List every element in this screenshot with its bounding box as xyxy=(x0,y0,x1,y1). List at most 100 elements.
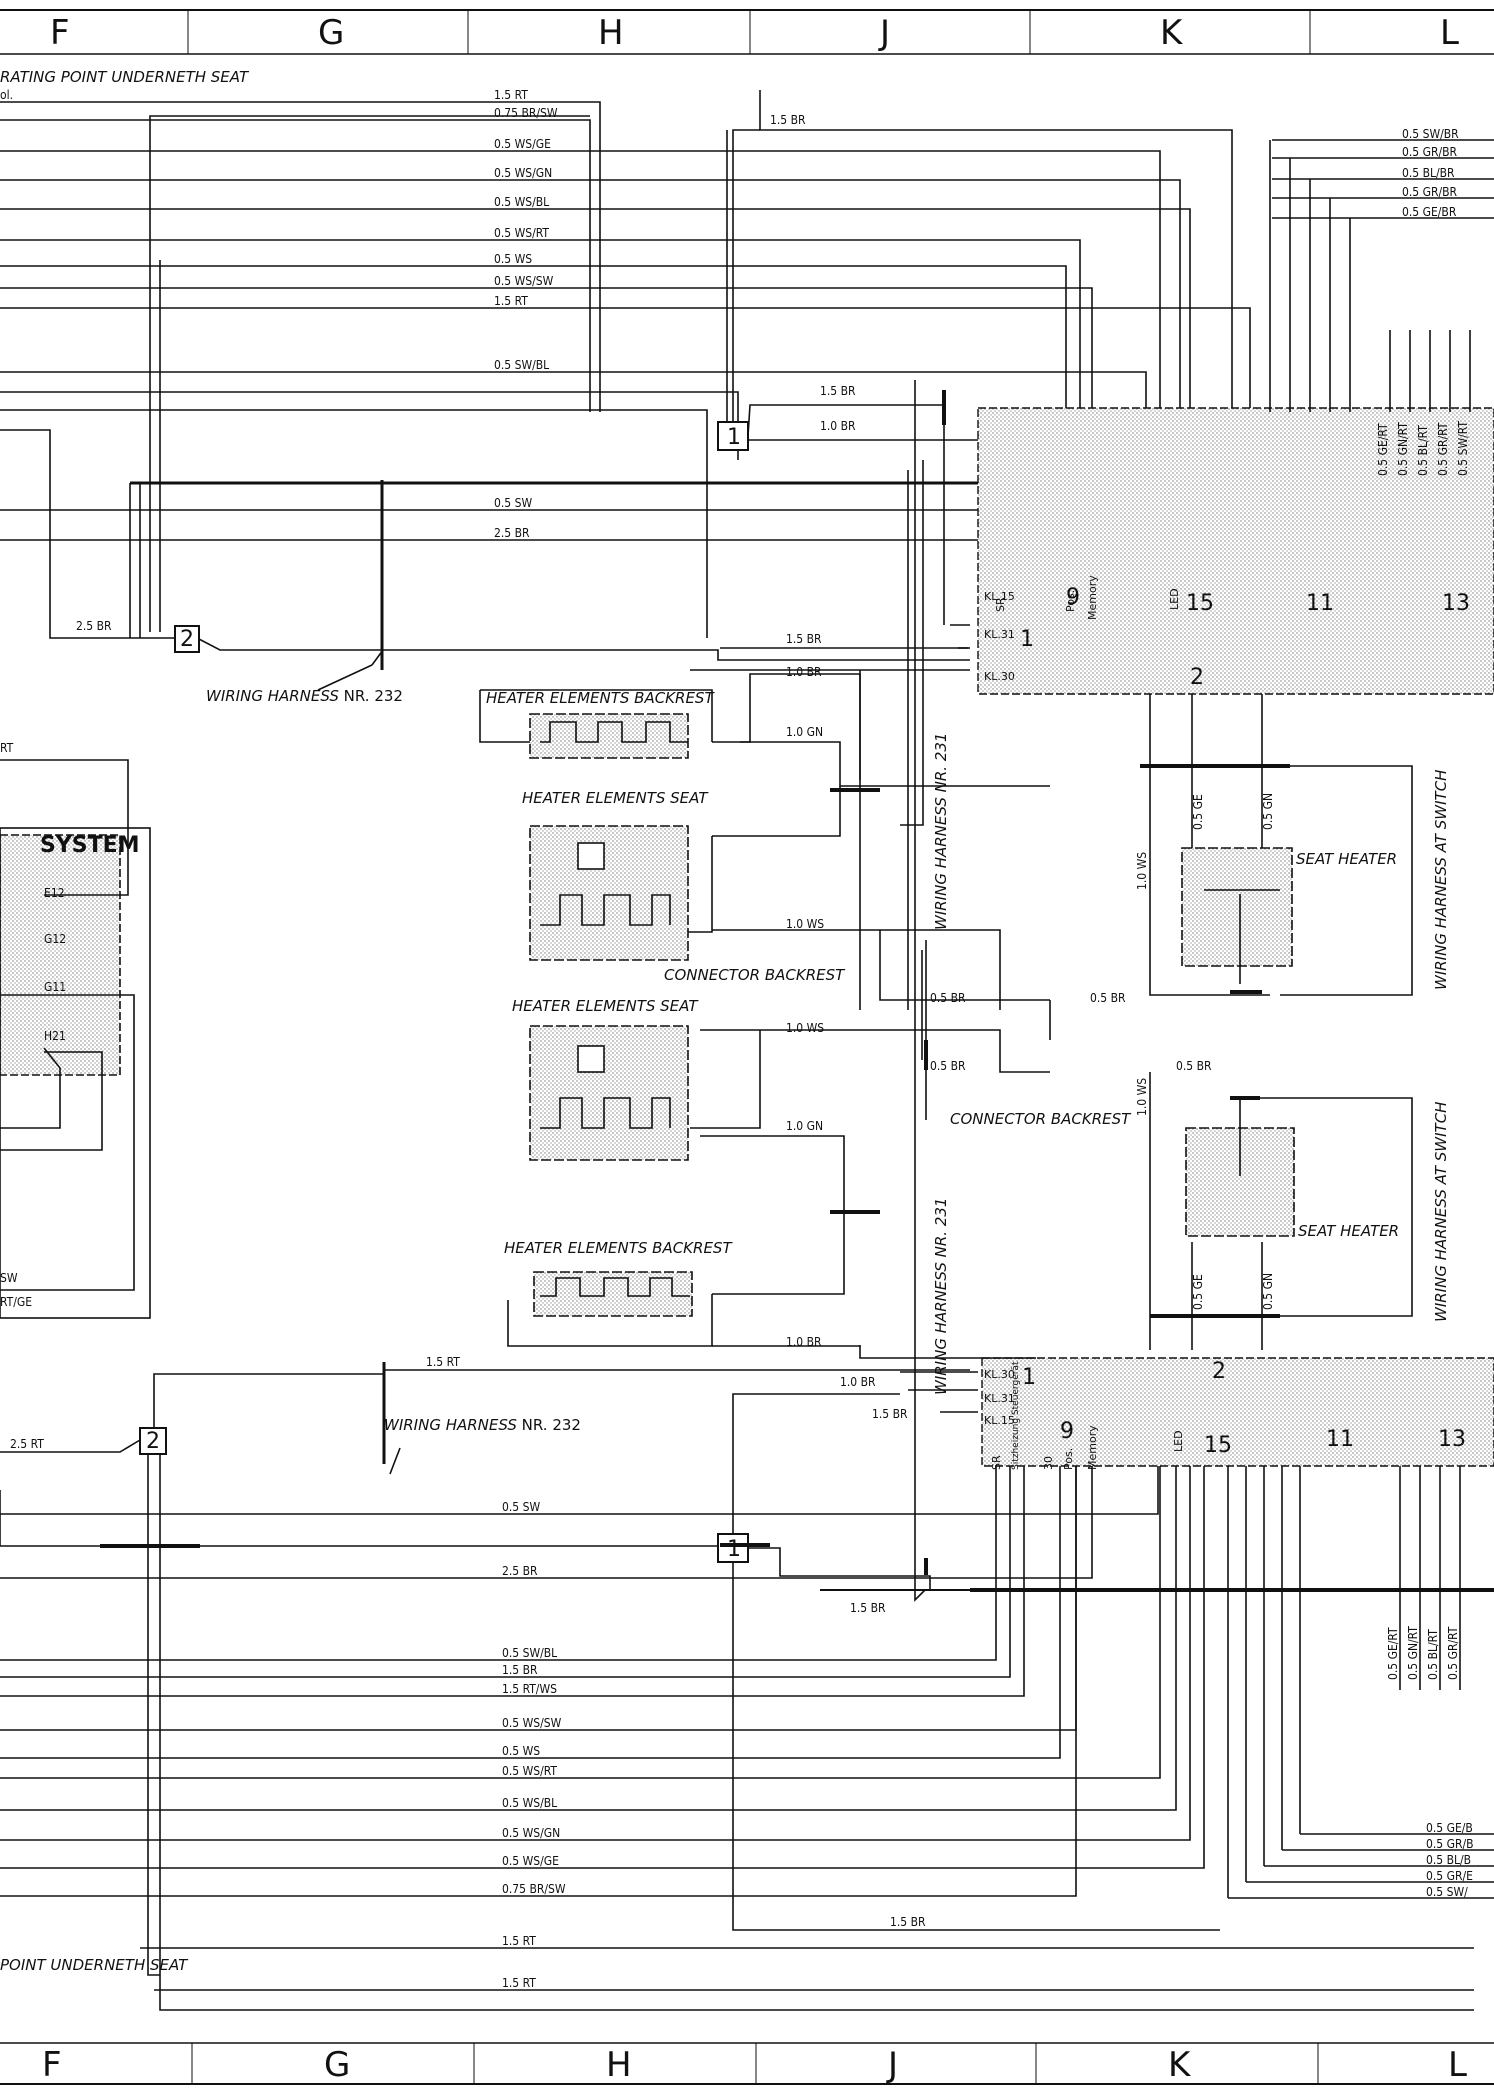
module-top-group-1: 1 xyxy=(1020,627,1034,652)
upper-wire-label: 0.75 BR/SW xyxy=(494,106,558,120)
upper-wire xyxy=(0,150,1161,412)
heater-backrest-top-label: HEATER ELEMENTS BACKREST xyxy=(486,689,715,707)
column-label-f-top: F xyxy=(50,13,70,53)
lower-wire xyxy=(0,1466,1177,1811)
vertical-wire-label-top: 0.5 SW/RT xyxy=(1456,421,1470,476)
wire-label-br15-lower: 1.5 BR xyxy=(872,1407,908,1421)
wire-label-rt15-lower: 1.5 RT xyxy=(426,1355,460,1369)
lower-wire xyxy=(0,1466,1159,1515)
harness-231-top-label: WIRING HARNESS NR. 231 xyxy=(932,733,950,930)
note-top-2: ol. xyxy=(0,88,13,102)
wire-label-ge05-a: 0.5 GE xyxy=(1191,794,1205,830)
column-label-g-top: G xyxy=(318,13,344,53)
lower-right-wire-label: 0.5 SW/ xyxy=(1426,1885,1468,1899)
upper-wire-label: 1.5 RT xyxy=(494,88,528,102)
wire-label-br15-c: 1.5 BR xyxy=(786,632,822,646)
wire-label-gn05-a: 0.5 GN xyxy=(1261,793,1275,830)
right-wire-labels-bottom: 0.5 GE/B0.5 GR/B0.5 BL/B0.5 GR/E0.5 SW/ xyxy=(1227,1466,1494,1899)
lower-wire-label: 1.5 RT xyxy=(502,1976,536,1990)
module-bottom-header-sr: SR xyxy=(990,1455,1003,1470)
column-label-l-top: L xyxy=(1440,13,1459,53)
column-label-h-top: H xyxy=(598,13,624,53)
upper-right-wire-label: 0.5 BL/BR xyxy=(1402,166,1455,180)
lower-right-wire-label: 0.5 GR/E xyxy=(1426,1869,1473,1883)
column-label-g-bottom: G xyxy=(324,2045,350,2085)
upper-wire-label: 0.5 WS/GE xyxy=(494,137,551,151)
column-label-f-bottom: F xyxy=(42,2045,62,2085)
wire-label-rt25: 2.5 RT xyxy=(10,1437,44,1451)
module-bottom-pin-kl31: KL.31 xyxy=(984,1392,1015,1405)
lower-right-wire-label: 0.5 GE/B xyxy=(1426,1821,1473,1835)
wire-label-br10-b: 1.0 BR xyxy=(786,665,822,679)
lower-wire-lines xyxy=(0,1466,1474,1991)
connector-2-top: 2 xyxy=(180,627,194,652)
wire-label-br15-lowest: 1.5 BR xyxy=(850,1601,886,1615)
upper-wire-label: 0.5 WS/BL xyxy=(494,195,549,209)
vertical-wire-label-bottom: 0.5 GE/RT xyxy=(1386,1627,1400,1680)
vertical-wire-label-bottom: 0.5 GN/RT xyxy=(1406,1626,1420,1680)
heater-seat-mid-label: HEATER ELEMENTS SEAT xyxy=(512,997,699,1015)
module-bottom-group-11: 11 xyxy=(1326,1427,1354,1452)
system-label: SYSTEM xyxy=(40,833,140,858)
module-bottom-header-memory: Memory xyxy=(1086,1425,1099,1470)
wire-label-br05-d: 0.5 BR xyxy=(1176,1059,1212,1073)
lower-wire-label: 1.5 RT/WS xyxy=(502,1682,557,1696)
vertical-wire-label-top: 0.5 BL/RT xyxy=(1416,425,1430,476)
wire-label-ws10-v2: 1.0 WS xyxy=(1135,1078,1149,1116)
wire-label-ge05-b: 0.5 GE xyxy=(1191,1274,1205,1310)
upper-wire xyxy=(0,208,1191,412)
column-label-k-top: K xyxy=(1160,13,1184,53)
lower-wire-label: 0.5 WS/GN xyxy=(502,1826,560,1840)
lower-wire xyxy=(0,1466,1161,1779)
module-bottom-group-1: 1 xyxy=(1022,1365,1036,1390)
static-wiring xyxy=(0,90,1494,2011)
module-top-header-memory: Memory xyxy=(1086,575,1099,620)
module-bottom-group-15: 15 xyxy=(1204,1433,1232,1458)
seat-heater-top-label: SEAT HEATER xyxy=(1296,850,1397,868)
heater-backrest-bottom-label: HEATER ELEMENTS BACKREST xyxy=(504,1239,733,1257)
vertical-wire-label-top: 0.5 GE/RT xyxy=(1376,423,1390,476)
wire-label-br25: 2.5 BR xyxy=(76,619,112,633)
upper-wire-label: 0.5 WS/GN xyxy=(494,166,552,180)
lower-wire-label: 0.5 WS/GE xyxy=(502,1854,559,1868)
column-label-j-bottom: J xyxy=(886,2045,898,2085)
wire-label-ws10-b: 1.0 WS xyxy=(786,1021,824,1035)
lower-wire xyxy=(0,1466,1077,1897)
lower-wire-labels: 0.5 SW2.5 BR0.5 SW/BL1.5 BR1.5 RT/WS0.5 … xyxy=(502,1500,566,1990)
wire-label-br05-b: 0.5 BR xyxy=(1090,991,1126,1005)
wire-label-gn10-b: 1.0 GN xyxy=(786,1119,823,1133)
lower-wire xyxy=(0,1466,1011,1678)
upper-right-wire-label: 0.5 GE/BR xyxy=(1402,205,1457,219)
harness-232b-label: WIRING HARNESS NR. 232 xyxy=(384,1416,581,1434)
module-bottom-pin-kl15: KL.15 xyxy=(984,1414,1015,1427)
upper-wire xyxy=(0,119,591,412)
module-bottom-group-9: 9 xyxy=(1060,1419,1074,1444)
module-bottom-header-steuergeraet: Sitzheizung Steuergerät xyxy=(1011,1361,1021,1470)
lower-wire-label: 1.5 RT xyxy=(502,1934,536,1948)
wire-label-ws10-a: 1.0 WS xyxy=(786,917,824,931)
upper-right-wire-label: 0.5 GR/BR xyxy=(1402,145,1458,159)
module-bottom-group-2: 2 xyxy=(1212,1359,1226,1384)
connector-2-bottom: 2 xyxy=(146,1429,160,1454)
lower-right-wire-label: 0.5 BL/B xyxy=(1426,1853,1471,1867)
upper-wire-label: 0.5 SW xyxy=(494,496,532,510)
module-top-pin-kl30: KL.30 xyxy=(984,670,1015,683)
wire-label-rtge-left: RT/GE xyxy=(0,1295,32,1309)
harness-switch-top-label: WIRING HARNESS AT SWITCH xyxy=(1432,770,1450,990)
module-top-pin-kl31: KL.31 xyxy=(984,628,1015,641)
module-top-header-led: LED xyxy=(1168,588,1181,610)
upper-wire-label: 2.5 BR xyxy=(494,526,530,540)
heater-seat-top-label: HEATER ELEMENTS SEAT xyxy=(522,789,709,807)
seat-heater-bottom-label: SEAT HEATER xyxy=(1298,1222,1399,1240)
wire-label-gn05-b: 0.5 GN xyxy=(1261,1273,1275,1310)
module-bottom-header-led: LED xyxy=(1172,1430,1185,1452)
left-pin-e12: E12 xyxy=(44,886,65,900)
module-top-pin-kl15: KL.15 xyxy=(984,590,1015,603)
upper-wire-label: 0.5 WS/SW xyxy=(494,274,554,288)
upper-wire xyxy=(0,371,1147,412)
upper-wire-label: 0.5 WS xyxy=(494,252,532,266)
right-wire-labels-top: 0.5 SW/BR0.5 GR/BR0.5 BL/BR0.5 GR/BR0.5 … xyxy=(1269,127,1494,412)
upper-right-wire-label: 0.5 SW/BR xyxy=(1402,127,1459,141)
column-label-j-top: J xyxy=(878,13,890,53)
wire-label-br10-c: 1.0 BR xyxy=(786,1335,822,1349)
